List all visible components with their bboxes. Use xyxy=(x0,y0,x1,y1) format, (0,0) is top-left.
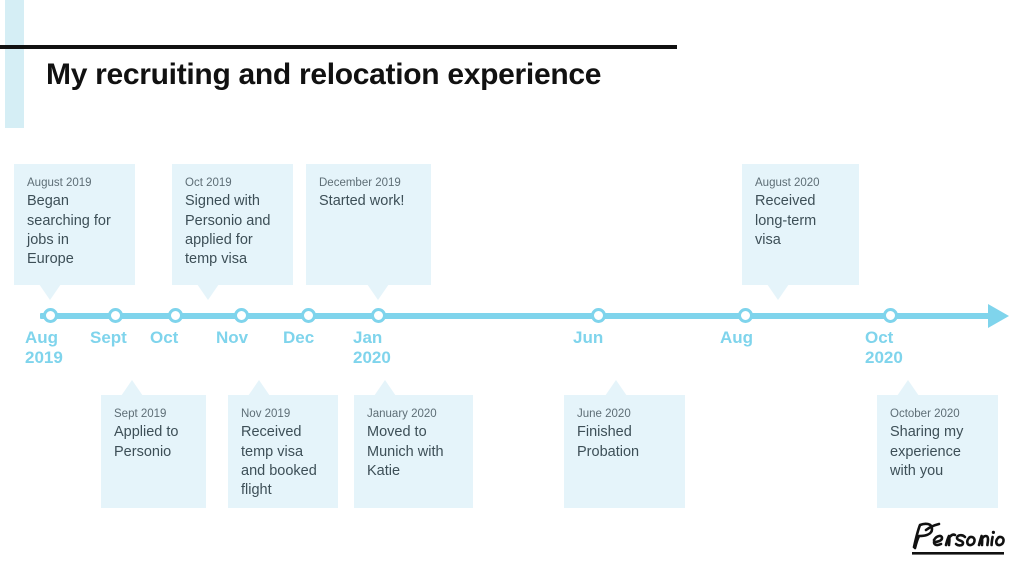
timeline-arrow-icon xyxy=(988,304,1009,328)
event-date: June 2020 xyxy=(577,408,631,420)
card-pointer-tail xyxy=(767,284,789,300)
timeline-tick-label: Dec xyxy=(283,328,315,347)
timeline-tick-node[interactable] xyxy=(108,308,123,323)
event-date: August 2020 xyxy=(755,177,820,189)
event-description: Started work! xyxy=(319,193,405,210)
timeline-tick-node[interactable] xyxy=(738,308,753,323)
event-description: Signed with Personio and applied for tem… xyxy=(185,193,271,268)
card-pointer-tail xyxy=(121,380,143,396)
event-description: Sharing my experience with you xyxy=(890,424,964,479)
page-title: My recruiting and relocation experience xyxy=(46,58,602,91)
timeline-tick-node[interactable] xyxy=(234,308,249,323)
timeline-tick-node[interactable] xyxy=(301,308,316,323)
timeline-tick-label: Oct 2020 xyxy=(865,328,903,368)
card-pointer-tail xyxy=(367,284,389,300)
card-pointer-tail xyxy=(39,284,61,300)
event-description: Began searching for jobs in Europe xyxy=(27,193,111,268)
timeline-axis-line xyxy=(40,313,1003,319)
event-date: October 2020 xyxy=(890,408,960,420)
timeline-tick-node[interactable] xyxy=(43,308,58,323)
event-date: Sept 2019 xyxy=(114,408,167,420)
card-pointer-tail xyxy=(248,380,270,396)
card-pointer-tail xyxy=(374,380,396,396)
timeline-tick-label: Jan 2020 xyxy=(353,328,391,368)
card-pointer-tail xyxy=(197,284,219,300)
timeline-tick-label: Aug 2019 xyxy=(25,328,63,368)
event-description: Moved to Munich with Katie xyxy=(367,424,444,479)
event-description: Finished Probation xyxy=(577,424,640,460)
timeline-tick-node[interactable] xyxy=(591,308,606,323)
event-date: Nov 2019 xyxy=(241,408,291,420)
timeline-tick-node[interactable] xyxy=(168,308,183,323)
card-pointer-tail xyxy=(897,380,919,396)
timeline-tick-label: Aug xyxy=(720,328,754,347)
event-description: Applied to Personio xyxy=(114,424,179,460)
event-description: Received temp visa and booked flight xyxy=(241,424,317,499)
timeline-tick-label: Nov xyxy=(216,328,249,347)
timeline-tick-label: Oct xyxy=(150,328,179,347)
personio-logo xyxy=(908,518,1008,560)
timeline-tick-label: Jun xyxy=(573,328,604,347)
event-description: Received long-term visa xyxy=(755,193,817,248)
title-divider-rule xyxy=(0,45,677,49)
header-accent-bar xyxy=(5,0,24,128)
event-date: January 2020 xyxy=(367,408,437,420)
event-date: Oct 2019 xyxy=(185,177,232,189)
timeline-tick-node[interactable] xyxy=(883,308,898,323)
event-date: August 2019 xyxy=(27,177,92,189)
timeline-tick-node[interactable] xyxy=(371,308,386,323)
card-pointer-tail xyxy=(605,380,627,396)
timeline-tick-label: Sept xyxy=(90,328,127,347)
event-date: December 2019 xyxy=(319,177,401,189)
